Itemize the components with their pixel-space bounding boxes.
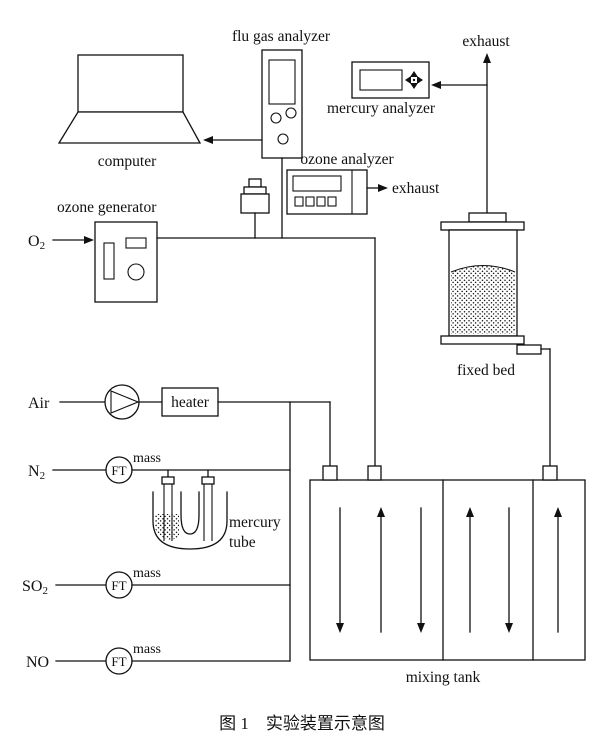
mercury-tube-label-line1: mercury [229,514,281,531]
fixed-bed-reactor: fixed bed [440,212,551,467]
tank-outlet-stub-right [542,465,558,481]
air-pump [104,384,140,420]
arrowhead-exhaust-mid [378,184,388,192]
computer-device: computer [57,54,202,170]
mercury-analyzer: mercury analyzer [327,61,488,117]
computer-label: computer [98,153,157,170]
reactor-top-cap [468,212,507,223]
nav-arrows-icon [405,71,423,89]
sampling-cell-collar [243,186,267,195]
figure-caption: 图 1 实验装置示意图 [219,714,385,733]
ozone-generator-body [94,221,158,303]
arrowhead-to-computer [203,136,213,144]
flu-gas-analyzer: flu gas analyzer [203,28,331,239]
n2-line: N2 FT mass [28,451,291,484]
ozone-analyzer-label: ozone analyzer [300,151,394,168]
flu-gas-analyzer-button [270,112,282,124]
mercury-fill [155,514,179,540]
so2-mass-label: mass [133,566,161,581]
u-tube-outer-wall [152,491,228,550]
mercury-tube-label-line2: tube [229,534,256,551]
mercury-tube-right-collar [201,476,215,485]
mercury-tube: mercury tube [152,469,281,551]
o2-arrowhead [84,236,94,244]
mercury-analyzer-screen [359,69,403,91]
reactor-bottom-flange [440,335,525,345]
flu-gas-analyzer-label: flu gas analyzer [232,28,331,45]
flow-arrow-down [417,507,425,633]
air-line: Air heater [28,384,331,467]
ozone-analyzer-body [286,169,368,215]
ozone-analyzer-button [305,196,315,207]
sampling-cell-body [240,193,270,214]
u-tube-inner-wall [180,491,200,535]
so2-label: SO2 [22,578,48,597]
mixing-tank-label: mixing tank [406,669,481,686]
ozone-generator-display [125,237,147,249]
flu-gas-analyzer-button [277,133,289,145]
n2-label: N2 [28,463,45,482]
flow-arrow-up [377,507,385,633]
ozone-analyzer-display [292,175,342,192]
air-label: Air [28,395,50,412]
heater-box [161,387,219,417]
catalyst-bed-fill [451,265,515,334]
flow-arrow-down [505,507,513,633]
exhaust-top: exhaust [462,33,510,214]
flow-arrow-up [466,507,474,633]
o2-label: O2 [28,233,45,252]
sampling-cell [240,178,270,239]
laptop-screen [77,54,184,113]
mixing-tank-body [309,479,586,661]
exhaust-top-label: exhaust [462,33,510,50]
flu-gas-analyzer-button [285,107,297,119]
no-line: NO FT mass [26,642,291,675]
arrowhead-to-mercury-analyzer [431,81,441,89]
flu-gas-analyzer-screen [268,59,296,105]
reactor-inlet-stub [516,344,542,355]
heater-label: heater [171,394,210,411]
n2-flowmeter-label: FT [111,463,126,478]
tank-inlet-stub-left [322,465,338,481]
tank-inlet-stub-middle [367,465,382,481]
no-flowmeter-label: FT [111,654,126,669]
air-pump-rotor [110,390,140,414]
ozone-generator: ozone generator O2 [28,199,376,467]
sampling-cell-cap [248,178,262,188]
laptop-base [57,111,202,144]
so2-line: SO2 FT mass [22,566,291,599]
ozone-generator-label: ozone generator [57,199,157,216]
ozone-generator-slot [103,242,115,280]
exhaust-up-arrowhead [483,53,491,63]
no-label: NO [26,654,49,671]
n2-mass-label: mass [133,451,161,466]
ozone-generator-knob [127,263,145,281]
mixing-tank: mixing tank [309,465,586,686]
no-mass-label: mass [133,642,161,657]
so2-flowmeter-label: FT [111,578,126,593]
reactor-top-flange [440,221,525,231]
fixed-bed-label: fixed bed [457,362,515,379]
flow-arrow-down [336,507,344,633]
catalyst-bed-surface [450,265,516,273]
ozone-analyzer-button [316,196,326,207]
mercury-tube-left-collar [161,476,175,485]
mercury-analyzer-label: mercury analyzer [327,100,436,117]
ozone-analyzer-button [294,196,304,207]
mercury-analyzer-body [351,61,430,99]
ozone-analyzer: ozone analyzer exhaust [286,151,440,215]
flow-arrow-up [554,507,562,633]
ozone-analyzer-button [327,196,337,207]
exhaust-mid-label: exhaust [392,180,440,197]
